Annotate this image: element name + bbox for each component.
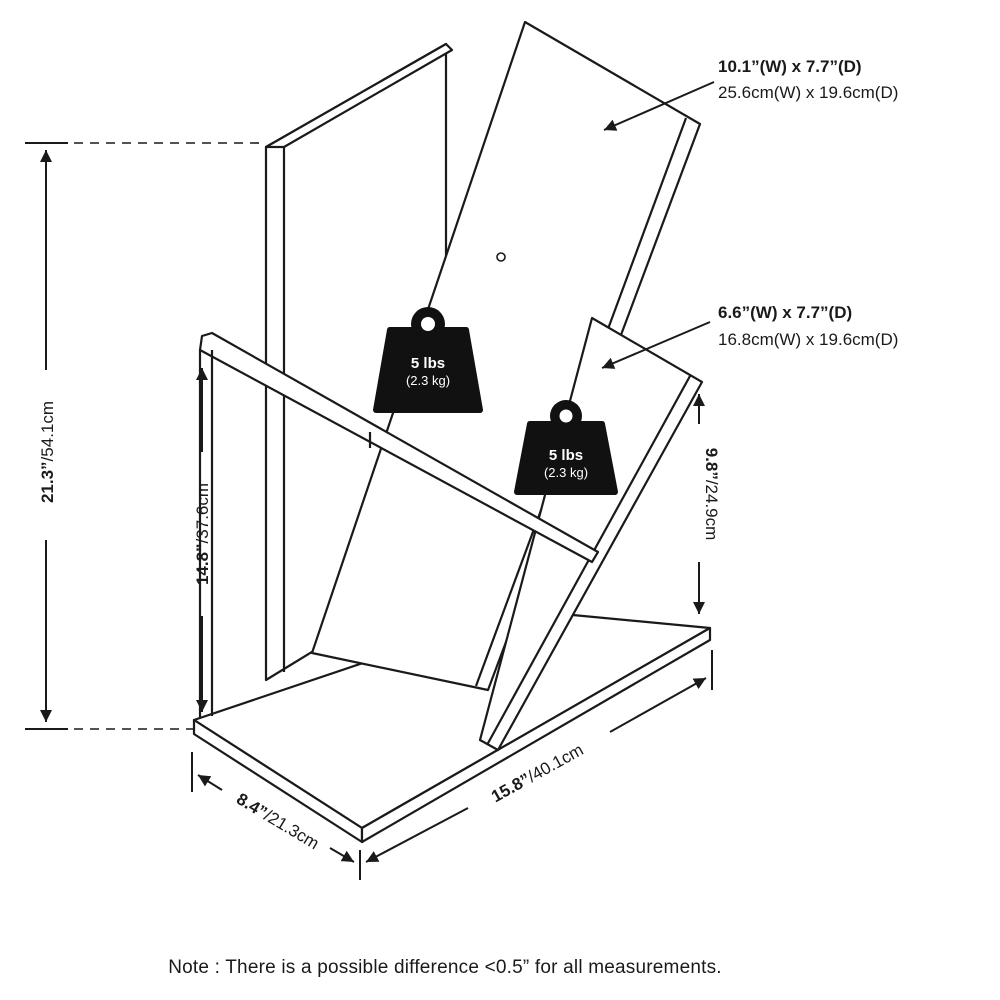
screw-hole <box>496 252 506 262</box>
weight-top-lbs: 5 lbs <box>411 355 445 372</box>
weight-icon: 5 lbs (2.3 kg) <box>514 400 618 495</box>
top-shelf-imperial: 10.1”(W) x 7.7”(D) <box>718 57 862 76</box>
front-rail <box>198 331 600 564</box>
total-height-label: 21.3”/54.1cm <box>38 401 57 503</box>
weight-top-kg: (2.3 kg) <box>406 373 450 388</box>
back-panel-top-edge <box>264 42 454 149</box>
weight-middle-lbs: 5 lbs <box>549 447 583 464</box>
weight-middle-kg: (2.3 kg) <box>544 465 588 480</box>
rear-height-label: 9.8”/24.9cm <box>702 448 721 541</box>
top-shelf-metric: 25.6cm(W) x 19.6cm(D) <box>718 83 898 102</box>
middle-shelf-panel <box>478 316 704 752</box>
weight-icon: 5 lbs (2.3 kg) <box>373 307 483 413</box>
middle-shelf-metric: 16.8cm(W) x 19.6cm(D) <box>718 330 898 349</box>
middle-shelf-leader <box>601 321 711 369</box>
front-height-label: 14.8”/37.6cm <box>193 483 212 585</box>
base-board-side <box>360 626 712 844</box>
measurement-note: Note : There is a possible difference <0… <box>168 957 722 978</box>
shelf-unit <box>192 20 712 844</box>
middle-shelf-imperial: 6.6”(W) x 7.7”(D) <box>718 303 852 322</box>
top-shelf-leader <box>603 81 715 131</box>
